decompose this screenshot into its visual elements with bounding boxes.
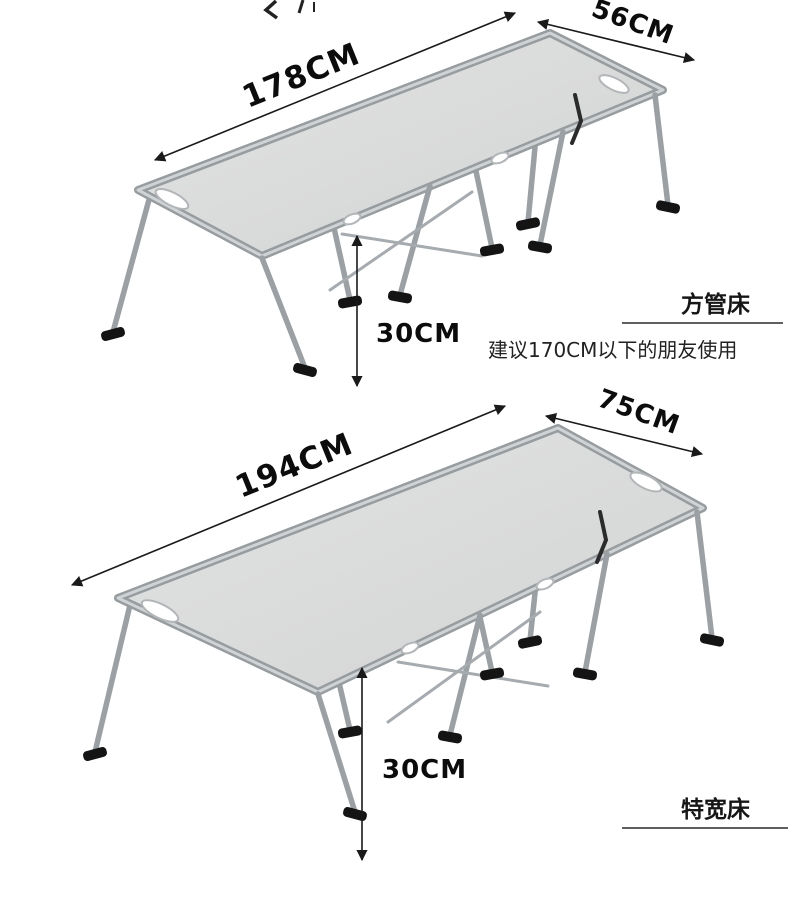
width-dimension-label: 75CM: [594, 384, 684, 441]
head-handle-cutout: [154, 187, 190, 211]
head-handle-cutout: [140, 599, 180, 623]
bed-leg: [92, 602, 133, 755]
leg-foot: [101, 326, 125, 342]
foot-handle-cutout: [629, 471, 663, 493]
leg-foot: [572, 667, 598, 681]
leg-foot: [387, 290, 413, 304]
height-dimension-label: 30CM: [382, 755, 467, 785]
leg-foot: [337, 725, 363, 739]
leg-foot: [479, 243, 505, 257]
leg-foot: [437, 730, 463, 744]
bed-leg: [447, 612, 483, 738]
folding-strap: [595, 510, 609, 564]
length-dimension-line: [153, 11, 517, 162]
bottom-bed-name: 特宽床: [681, 796, 750, 823]
width-dimension-line: [536, 18, 696, 64]
leg-foot: [515, 217, 541, 231]
leg-foot: [337, 295, 363, 309]
leg-foot: [655, 200, 681, 214]
bed-leg: [537, 129, 566, 248]
cross-brace: [386, 610, 542, 724]
leg-mount: [535, 577, 555, 591]
leg-foot: [479, 667, 505, 681]
width-dimension-line: [544, 412, 704, 458]
leg-mount: [400, 641, 420, 655]
leg-foot: [293, 362, 317, 378]
top-bed-note: 建议170CM以下的朋友使用: [488, 338, 737, 362]
width-dimension-label: 56CM: [588, 0, 678, 51]
length-dimension-label: 178CM: [237, 36, 365, 116]
leg-mount: [342, 212, 362, 226]
bed-leg: [315, 691, 358, 815]
top-bed-name: 方管床: [681, 291, 750, 318]
length-dimension-line: [70, 404, 507, 587]
bed-leg: [259, 255, 308, 371]
foot-handle-cutout: [598, 74, 630, 94]
bottom-bed-caption: 特宽床: [622, 796, 788, 829]
top-bed-caption: 方管床 建议170CM以下的朋友使用: [488, 291, 783, 362]
cross-brace: [396, 660, 550, 688]
leg-foot: [517, 635, 543, 649]
bed-fabric: [134, 29, 667, 260]
bed-leg: [652, 92, 671, 208]
bed-leg: [694, 509, 715, 641]
folding-strap: [570, 93, 584, 145]
leg-foot: [83, 746, 107, 762]
bed-leg: [110, 193, 153, 335]
bed-leg: [397, 183, 433, 298]
leg-foot: [527, 240, 553, 254]
cropped-logo-mark: [263, 0, 315, 20]
leg-foot: [699, 633, 725, 647]
cross-brace: [340, 232, 484, 258]
height-dimension-label: 30CM: [376, 319, 461, 349]
bed-leg: [582, 551, 610, 675]
